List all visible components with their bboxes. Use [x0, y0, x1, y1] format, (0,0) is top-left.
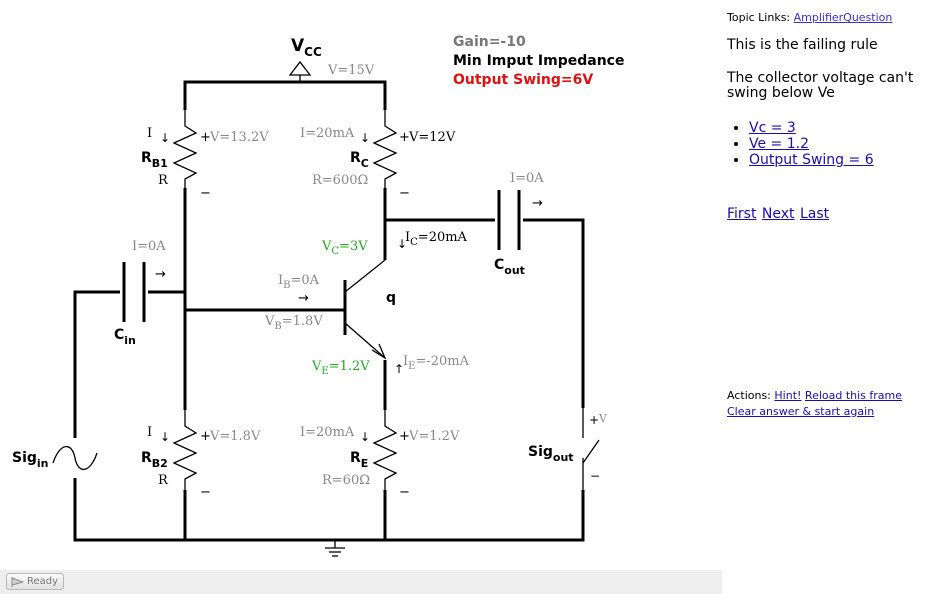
ic-label: IC=20mA [405, 230, 468, 248]
re-resistance: R=60Ω [322, 473, 370, 488]
rb2-minus: − [200, 485, 211, 500]
vcc-source[interactable]: VCC V=15V [288, 36, 375, 82]
vc-label: VC=3V [321, 239, 368, 257]
vcc-label: VCC [291, 36, 322, 59]
sig-out-v: V [598, 412, 608, 425]
rb1-minus: − [200, 186, 211, 201]
list-item: Ve = 1.2 [749, 136, 874, 152]
rb2-r: R [158, 473, 169, 488]
failing-rule-heading: This is the failing rule [727, 37, 878, 53]
hint-link[interactable]: Hint! [774, 389, 802, 402]
rb1-current-arrow: ↓ [160, 131, 170, 145]
sig-in-label: Sigin [12, 450, 49, 470]
transistor-q[interactable]: q VC=3V ↓ IC=20mA IB=0A → VB=1.8V VE=1.2… [264, 230, 470, 377]
resistor-rc[interactable]: I=20mA ↓ RC R=600Ω + V=12V − [300, 110, 456, 201]
rb2-plus: + [200, 429, 211, 444]
rb2-voltage: V=1.8V [209, 429, 261, 444]
circuit-diagram: VCC V=15V Gain=-10 Min Imput Impedance O… [12, 34, 624, 557]
value-link-ve[interactable]: Ve = 1.2 [749, 136, 809, 152]
rule-explanation: The collector voltage can't swing below … [727, 70, 914, 101]
cin-name: Cin [114, 327, 136, 347]
ic-arrow: ↓ [397, 237, 407, 251]
output-swing-text: Output Swing=6V [453, 72, 593, 88]
capacitor-cout[interactable]: I=0A → Cout [494, 171, 544, 277]
re-plus: + [399, 429, 410, 444]
re-minus: − [399, 485, 410, 500]
min-impedance-text: Min Imput Impedance [453, 53, 624, 69]
last-link[interactable]: Last [800, 206, 830, 222]
navigation-links: First Next Last [727, 206, 830, 222]
rb1-voltage: V=13.2V [209, 130, 269, 145]
actions-prefix: Actions: [727, 389, 775, 402]
vcc-voltage: V=15V [327, 63, 375, 78]
topic-link-amplifier[interactable]: AmplifierQuestion [793, 11, 893, 24]
cin-arrow: → [155, 267, 166, 282]
ready-label: Ready [27, 576, 59, 587]
ground-icon [325, 540, 345, 557]
rb2-current-label: I [147, 425, 152, 440]
cout-name: Cout [494, 257, 525, 277]
topic-links-prefix: Topic Links: [727, 11, 794, 24]
first-link[interactable]: First [727, 206, 757, 222]
cin-current: I=0A [132, 239, 166, 254]
sig-out-plus: + [589, 413, 599, 427]
flag-icon [11, 576, 24, 587]
rc-current-arrow: ↓ [360, 131, 370, 145]
rb1-current-label: I [147, 126, 152, 141]
help-panel: Topic Links: AmplifierQuestion This is t… [727, 0, 945, 604]
reload-frame-link[interactable]: Reload this frame [804, 389, 903, 402]
gain-text: Gain=-10 [453, 34, 526, 50]
resistor-re[interactable]: I=20mA ↓ RE R=60Ω + V=1.2V − [300, 410, 460, 500]
ib-arrow: → [298, 291, 309, 306]
rc-current-label: I=20mA [300, 126, 355, 141]
re-current-label: I=20mA [300, 425, 355, 440]
sig-out-minus: − [590, 469, 600, 483]
ib-label: IB=0A [278, 273, 320, 291]
rc-plus: + [399, 130, 410, 145]
sig-out-label: Sigout [528, 444, 574, 464]
rb1-name: RB1 [141, 150, 168, 170]
cout-arrow: → [532, 196, 543, 211]
next-link[interactable]: Next [761, 206, 795, 222]
rb2-current-arrow: ↓ [160, 430, 170, 444]
rc-name: RC [350, 150, 369, 170]
ie-label: IE=-20mA [403, 354, 470, 372]
vb-label: VB=1.8V [264, 314, 323, 332]
status-bar: Ready [0, 570, 722, 594]
value-link-vc[interactable]: Vc = 3 [749, 120, 796, 136]
rb2-name: RB2 [141, 450, 168, 470]
re-voltage: V=1.2V [408, 429, 460, 444]
ie-arrow: ↑ [394, 362, 404, 376]
capacitor-cin[interactable]: I=0A → Cin [114, 239, 166, 347]
rb1-plus: + [200, 130, 211, 145]
value-link-output-swing[interactable]: Output Swing = 6 [749, 152, 874, 168]
topic-links: Topic Links: AmplifierQuestion [727, 11, 892, 24]
value-list: Vc = 3 Ve = 1.2 Output Swing = 6 [727, 120, 874, 168]
rc-minus: − [399, 186, 410, 201]
rc-voltage: V=12V [408, 130, 456, 145]
signal-input-source[interactable]: Sigin [12, 413, 98, 490]
rc-resistance: R=600Ω [312, 173, 368, 188]
resistor-rb1[interactable]: I ↓ RB1 R + V=13.2V − [141, 110, 269, 201]
sine-wave-icon [52, 445, 98, 471]
ve-label: VE=1.2V [311, 359, 370, 377]
resistor-rb2[interactable]: I ↓ RB2 R + V=1.8V − [141, 410, 261, 500]
clear-answer-link[interactable]: Clear answer & start again [727, 405, 875, 418]
actions-section: Actions: Hint! Reload this frame Clear a… [727, 388, 945, 420]
circuit-wires [73, 80, 585, 542]
cout-current: I=0A [510, 171, 544, 186]
signal-output-probe[interactable]: + V − Sigout [528, 408, 608, 490]
ready-button[interactable]: Ready [6, 573, 65, 590]
list-item: Output Swing = 6 [749, 152, 874, 168]
transistor-label: q [386, 290, 396, 306]
re-name: RE [350, 450, 368, 470]
list-item: Vc = 3 [749, 120, 874, 136]
rb1-r: R [158, 173, 169, 188]
re-current-arrow: ↓ [360, 430, 370, 444]
